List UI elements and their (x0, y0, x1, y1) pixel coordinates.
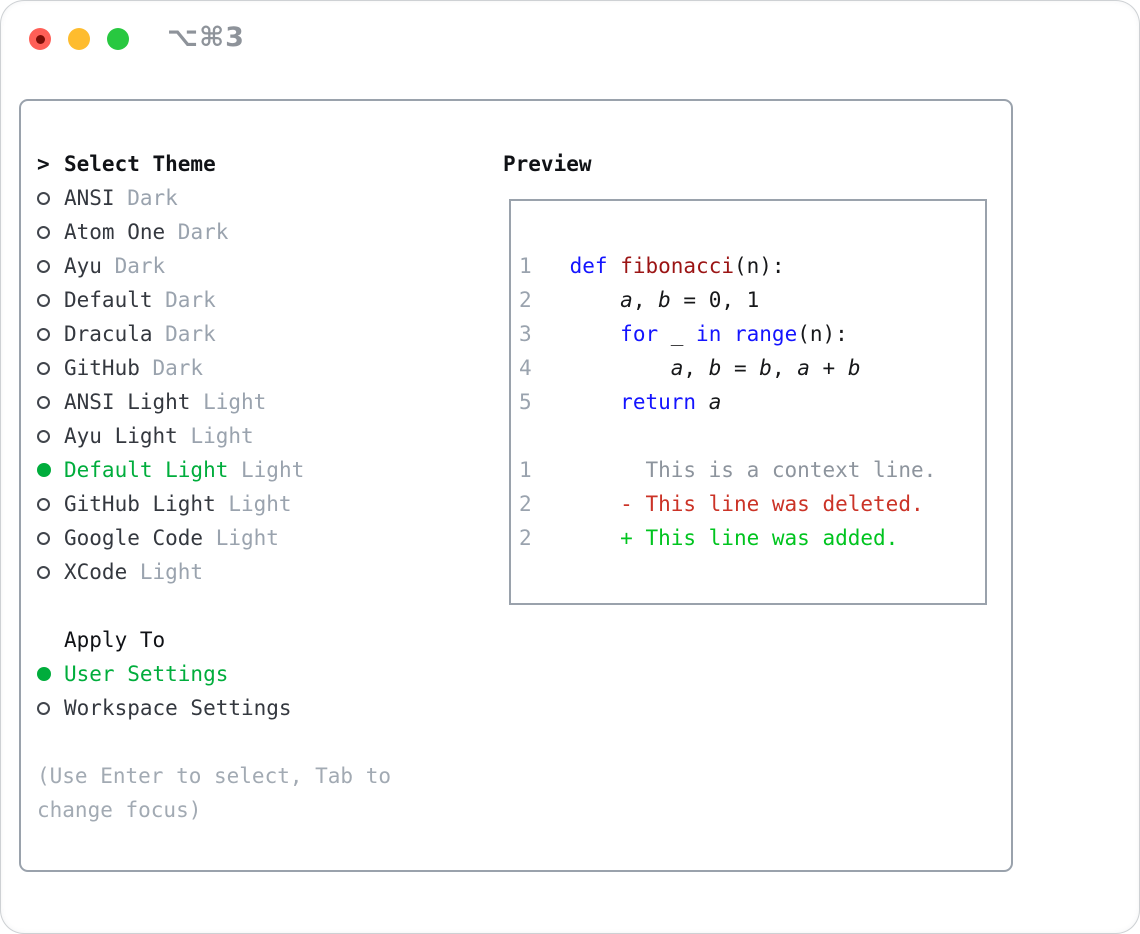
theme-name: ANSI Light (64, 390, 191, 414)
theme-variant-tag: Dark (165, 220, 229, 244)
apply-option-label: Workspace Settings (64, 696, 292, 720)
theme-option-default-light[interactable]: Default Light Light (37, 453, 501, 487)
code-line: 5 return a (519, 390, 722, 414)
preview-section: Preview 1 def fibonacci(n): 2 a, b = 0, 1… (503, 147, 987, 605)
select-theme-title: Select Theme (64, 152, 216, 176)
radio-icon (37, 701, 50, 715)
theme-option-dracula[interactable]: Dracula Dark (37, 317, 501, 351)
radio-icon (37, 327, 50, 341)
theme-name: Ayu (64, 254, 102, 278)
code-line: 2 a, b = 0, 1 (519, 288, 760, 312)
preview-heading: Preview (503, 147, 987, 181)
diff-line-added: 2 + This line was added. (519, 526, 899, 550)
theme-name: Atom One (64, 220, 166, 244)
preview-title: Preview (503, 152, 592, 176)
theme-option-ansi[interactable]: ANSI Dark (37, 181, 501, 215)
theme-name: GitHub (64, 356, 140, 380)
theme-name: Default (64, 288, 153, 312)
theme-option-google-code[interactable]: Google Code Light (37, 521, 501, 555)
radio-icon (37, 497, 50, 511)
apply-option-label: User Settings (64, 662, 229, 686)
line-number: 1 (519, 458, 532, 482)
titlebar: ⌥⌘3 (0, 0, 1140, 70)
apply-to-title: Apply To (64, 628, 166, 652)
code-line: 4 a, b = b, a + b (519, 356, 861, 380)
preview-box: 1 def fibonacci(n): 2 a, b = 0, 1 3 for _ … (509, 199, 987, 605)
theme-variant-tag: Dark (152, 322, 216, 346)
line-number: 2 (519, 526, 532, 550)
theme-name: XCode (64, 560, 128, 584)
traffic-light-zoom[interactable] (107, 28, 129, 50)
theme-name: GitHub Light (64, 492, 216, 516)
radio-icon (37, 565, 50, 579)
radio-icon (37, 361, 50, 375)
apply-option-workspace-settings[interactable]: Workspace Settings (37, 691, 501, 725)
theme-variant-tag: Dark (114, 186, 178, 210)
theme-option-default[interactable]: Default Dark (37, 283, 501, 317)
theme-name: Dracula (64, 322, 153, 346)
theme-variant-tag: Dark (139, 356, 204, 380)
theme-variant-tag: Light (127, 560, 204, 584)
radio-icon (37, 531, 50, 545)
theme-option-ayu[interactable]: Ayu Dark (37, 249, 501, 283)
traffic-light-minimize[interactable] (68, 28, 90, 50)
window-title-shortcut: ⌥⌘3 (167, 22, 245, 53)
hint-text: (Use Enter to select, Tab to change focu… (37, 764, 392, 822)
theme-option-ayu-light[interactable]: Ayu Light Light (37, 419, 501, 453)
line-number: 5 (519, 390, 532, 414)
theme-option-atom-one[interactable]: Atom One Dark (37, 215, 501, 249)
theme-variant-tag: Light (203, 526, 279, 550)
line-number: 4 (519, 356, 532, 380)
apply-to-heading: Apply To (37, 623, 501, 657)
theme-name: Google Code (64, 526, 204, 550)
theme-option-github-light[interactable]: GitHub Light Light (37, 487, 501, 521)
theme-name: Default Light (64, 458, 229, 482)
code-line: 3 for _ in range(n): (519, 322, 848, 346)
code-line: 1 def fibonacci(n): (519, 254, 785, 278)
radio-icon (37, 191, 50, 205)
apply-option-user-settings[interactable]: User Settings (37, 657, 501, 691)
radio-icon (37, 259, 50, 273)
theme-option-github[interactable]: GitHub Dark (37, 351, 501, 385)
radio-icon (37, 395, 50, 409)
radio-selected-icon (37, 667, 51, 681)
diff-block: 1 This is a context line. 2 - This line w… (519, 453, 985, 555)
code-block: 1 def fibonacci(n): 2 a, b = 0, 1 3 for _ … (519, 249, 985, 419)
theme-option-ansi-light[interactable]: ANSI Light Light (37, 385, 501, 419)
theme-variant-tag: Dark (152, 288, 216, 312)
select-theme-heading: > Select Theme (37, 147, 501, 181)
radio-icon (37, 225, 50, 239)
line-number: 1 (519, 254, 532, 278)
prompt-caret-icon: > (37, 152, 50, 176)
theme-variant-tag: Light (190, 390, 267, 414)
diff-line-context: 1 This is a context line. (519, 458, 937, 482)
traffic-light-close[interactable] (29, 28, 51, 50)
radio-selected-icon (37, 463, 51, 477)
record-dot-icon (35, 34, 45, 44)
theme-variant-tag: Light (228, 458, 305, 482)
radio-icon (37, 429, 50, 443)
line-number: 2 (519, 288, 532, 312)
theme-name: ANSI (64, 186, 115, 210)
theme-variant-tag: Dark (101, 254, 166, 278)
line-number: 2 (519, 492, 532, 516)
theme-variant-tag: Light (215, 492, 292, 516)
theme-option-xcode[interactable]: XCode Light (37, 555, 501, 589)
diff-line-deleted: 2 - This line was deleted. (519, 492, 924, 516)
spacer (37, 589, 501, 623)
theme-name: Ayu Light (64, 424, 178, 448)
theme-variant-tag: Light (177, 424, 254, 448)
line-number: 3 (519, 322, 532, 346)
radio-icon (37, 293, 50, 307)
